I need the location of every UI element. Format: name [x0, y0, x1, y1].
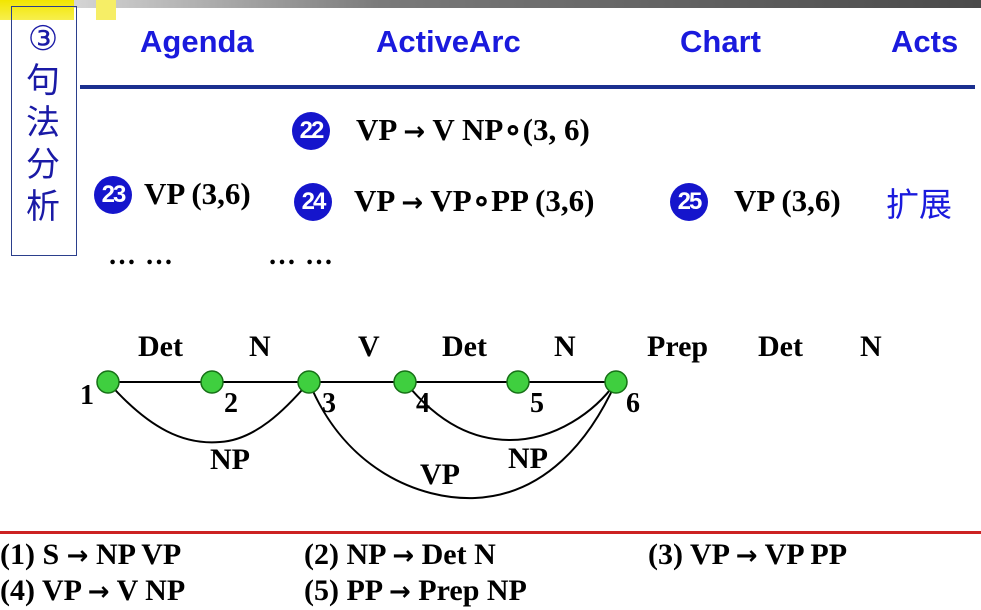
step-badge: 23 [94, 176, 132, 214]
step-badge: 22 [292, 112, 330, 150]
rule-lhs: S [42, 538, 60, 571]
rule-lhs: VP [41, 574, 81, 607]
chart-node [96, 370, 120, 394]
arc-lhs: VP [354, 183, 394, 218]
arrow-icon: → [66, 541, 89, 571]
grammar-rule: (1) S → NP VP [0, 538, 181, 572]
rule-lhs: NP [346, 538, 385, 571]
rule-id: (4) [0, 574, 35, 607]
arc-vp-3-6 [308, 381, 617, 500]
node-label: 2 [224, 388, 238, 419]
header-agenda: Agenda [140, 24, 254, 59]
rule-rhs: VP PP [764, 538, 848, 571]
word-category: Det [442, 330, 487, 363]
rule-lhs: VP [689, 538, 729, 571]
rule-id: (1) [0, 538, 35, 571]
chart-node [297, 370, 321, 394]
arrow-icon: → [388, 577, 411, 607]
rule-id: (5) [304, 574, 339, 607]
arrow-icon: → [401, 188, 424, 218]
ellipsis: … … [268, 240, 334, 271]
arc-label: NP [508, 442, 548, 475]
arrow-icon: → [735, 541, 758, 571]
header-acts: Acts [891, 24, 959, 59]
word-category: V [358, 330, 380, 363]
grammar-rule: (4) VP → V NP [0, 574, 185, 608]
node-label: 6 [626, 388, 640, 419]
arrow-icon: → [392, 541, 415, 571]
word-category: Prep [647, 330, 709, 363]
rule-lhs: PP [346, 574, 382, 607]
rule-rhs: V NP [116, 574, 186, 607]
header-activearc: ActiveArc [376, 24, 521, 59]
header-divider [80, 85, 975, 89]
grammar-rule: (5) PP → Prep NP [304, 574, 527, 608]
node-label: 3 [322, 388, 336, 419]
corner-decoration [0, 0, 74, 20]
word-category: Det [758, 330, 803, 363]
arc-label: VP [420, 458, 460, 491]
corner-decoration-small [96, 0, 116, 20]
chart-node [506, 370, 530, 394]
arc-label: NP [210, 443, 250, 476]
arrow-icon: → [87, 577, 110, 607]
rule-rhs: Det N [421, 538, 496, 571]
word-category: N [860, 330, 882, 363]
rules-divider [0, 531, 981, 534]
section-label: ③句法分析 [26, 19, 60, 227]
arc-lhs: VP [356, 112, 396, 147]
section-label-box [11, 6, 77, 256]
active-arc-item: VP → V NP∘(3, 6) [356, 112, 590, 148]
rule-id: (2) [304, 538, 339, 571]
chart-node [604, 370, 628, 394]
word-category: N [249, 330, 271, 363]
agenda-item: VP (3,6) [144, 176, 251, 211]
ellipsis: … … [108, 240, 174, 271]
grammar-rule: (2) NP → Det N [304, 538, 496, 572]
arc-rhs: VP∘PP (3,6) [430, 183, 595, 218]
active-arc-item: VP → VP∘PP (3,6) [354, 183, 594, 219]
rule-id: (3) [648, 538, 683, 571]
node-label: 1 [80, 380, 94, 411]
chart-item: VP (3,6) [734, 183, 841, 218]
step-badge: 24 [294, 183, 332, 221]
rule-rhs: Prep NP [418, 574, 527, 607]
word-category: N [554, 330, 576, 363]
rule-rhs: NP VP [95, 538, 182, 571]
node-label: 4 [416, 388, 430, 419]
step-badge: 25 [670, 183, 708, 221]
arc-np-1-3 [107, 381, 310, 444]
word-category: Det [138, 330, 183, 363]
top-decoration-bar [60, 0, 981, 8]
arc-np-4-6 [404, 381, 617, 442]
chart-node [200, 370, 224, 394]
arc-rhs: V NP∘(3, 6) [432, 112, 590, 147]
grammar-rule: (3) VP → VP PP [648, 538, 847, 572]
node-label: 5 [530, 388, 544, 419]
header-chart: Chart [680, 24, 761, 59]
chart-node [393, 370, 417, 394]
act-expand: 扩展 [886, 185, 952, 224]
arrow-icon: → [403, 117, 426, 147]
